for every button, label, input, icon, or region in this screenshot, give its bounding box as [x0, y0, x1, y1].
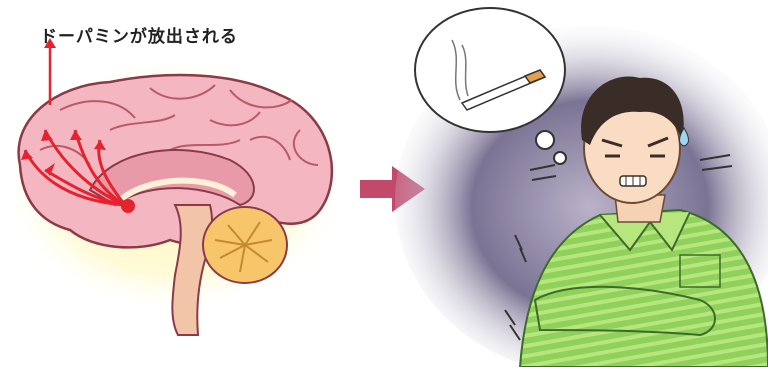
- dopamine-caption: ドーパミンが放出される: [40, 22, 238, 47]
- brain-icon: [19, 38, 332, 335]
